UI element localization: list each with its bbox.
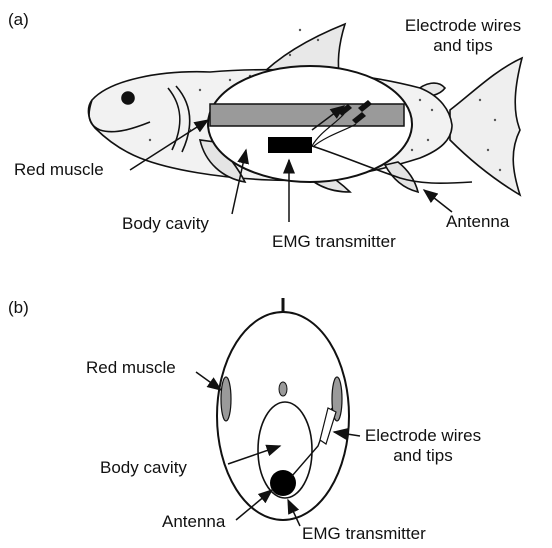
- red-muscle-band: [210, 104, 404, 126]
- spinal-cord: [279, 382, 287, 396]
- label-electrode-wires-b-line2: and tips: [352, 446, 494, 466]
- panel-b-tag: (b): [8, 298, 29, 318]
- emg-transmitter-body: [268, 137, 312, 153]
- label-red-muscle-b: Red muscle: [86, 358, 176, 378]
- label-red-muscle-a: Red muscle: [14, 160, 104, 180]
- arrow-red-muscle-b: [196, 372, 221, 390]
- arrow-antenna-a: [424, 190, 452, 212]
- emg-transmitter-b: [270, 470, 296, 496]
- label-body-cavity-b: Body cavity: [100, 458, 187, 478]
- label-electrode-wires-a-line2: and tips: [394, 36, 532, 56]
- label-electrode-wires-b-line1: Electrode wires: [352, 426, 494, 446]
- label-antenna-b: Antenna: [162, 512, 225, 532]
- label-body-cavity-a: Body cavity: [122, 214, 209, 234]
- label-antenna-a: Antenna: [446, 212, 509, 232]
- label-emg-transmitter-b: EMG transmitter: [302, 524, 426, 544]
- red-muscle-left: [221, 377, 231, 421]
- label-electrode-wires-a-line1: Electrode wires: [394, 16, 532, 36]
- label-electrode-wires-a: Electrode wires and tips: [394, 16, 532, 56]
- label-electrode-wires-b: Electrode wires and tips: [352, 426, 494, 466]
- label-emg-transmitter-a: EMG transmitter: [272, 232, 396, 252]
- panel-a-tag: (a): [8, 10, 29, 30]
